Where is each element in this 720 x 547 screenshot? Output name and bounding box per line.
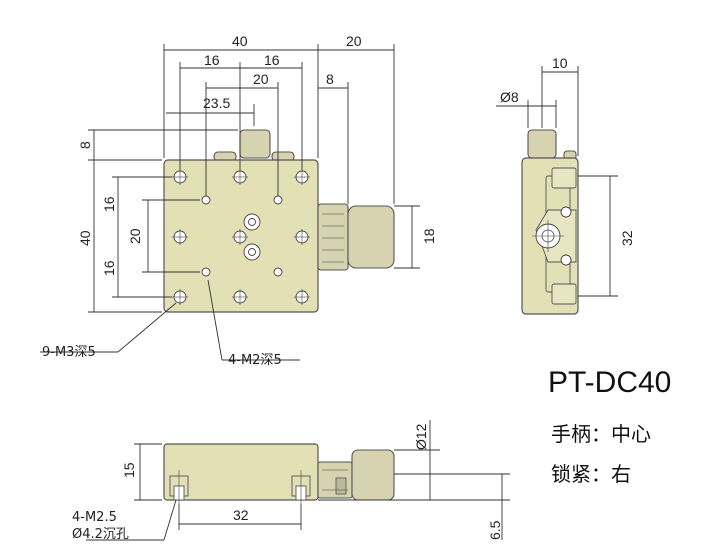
dim-bv-32: 32	[233, 507, 249, 523]
front-top-dims	[163, 44, 420, 269]
front-top-knob	[239, 129, 271, 159]
bottom-view	[86, 420, 510, 541]
right-dims	[496, 66, 618, 297]
handle-spec: 手柄：中心	[551, 422, 651, 446]
front-leaders	[40, 279, 300, 361]
bottom-body	[163, 443, 319, 501]
dim-bv-d12: Ø12	[413, 423, 429, 450]
dim-knob-20: 20	[346, 33, 362, 49]
dim-knob-8: 8	[326, 71, 334, 87]
dim-side-16b: 16	[101, 260, 117, 276]
dim-top-16b: 16	[264, 52, 280, 68]
dim-bv-15: 15	[121, 462, 137, 478]
dim-side-8: 8	[77, 141, 93, 149]
dim-rv-d8: Ø8	[500, 89, 519, 105]
model-title: PT-DC40	[548, 366, 672, 399]
annotation-m3: 9-M3深5	[42, 345, 96, 360]
annotation-m25: 4-M2.5	[72, 510, 117, 525]
dim-side-20: 20	[127, 228, 143, 244]
m2-holes	[201, 195, 283, 277]
hole-annotations: 9-M3深5 4-M2深5 4-M2.5 Ø4.2沉孔	[42, 345, 282, 542]
dim-side-40: 40	[77, 230, 93, 246]
dim-rv-10: 10	[552, 55, 568, 71]
dim-bv-6-5: 6.5	[487, 520, 503, 540]
lock-spec: 锁紧：右	[551, 462, 631, 486]
dim-top-23-5: 23.5	[203, 95, 230, 111]
dim-top-20: 20	[253, 71, 269, 87]
dim-side-16a: 16	[101, 196, 117, 212]
bottom-knob	[351, 449, 395, 501]
right-knob	[527, 129, 557, 159]
dim-rv-32: 32	[619, 230, 635, 246]
dim-top-40: 40	[232, 33, 248, 49]
annotation-cbore: Ø4.2沉孔	[72, 527, 129, 542]
front-view	[40, 44, 420, 361]
annotation-m2: 4-M2深5	[228, 353, 282, 368]
dim-top-16a: 16	[204, 52, 220, 68]
dim-knob-h18: 18	[421, 228, 437, 244]
front-left-dims	[88, 129, 238, 313]
right-view	[496, 66, 618, 315]
dimension-labels: 40 16 16 20 23.5 20 8 8 40 16 20 16 18 1…	[77, 33, 635, 540]
front-knob	[347, 205, 395, 269]
bottom-dims	[86, 420, 510, 541]
